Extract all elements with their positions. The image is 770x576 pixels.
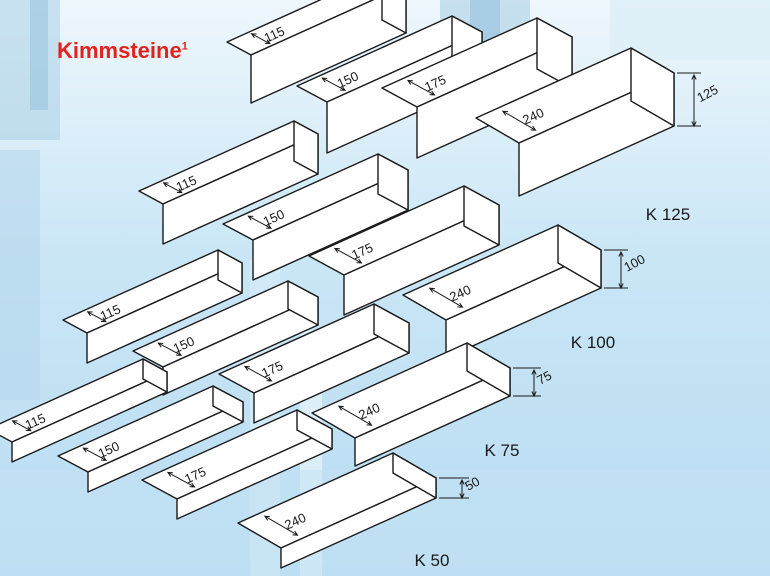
brick-end-face xyxy=(377,153,409,211)
brick-end-face xyxy=(536,17,573,89)
brick: 115 xyxy=(138,120,319,245)
brick-height-label: 50 xyxy=(462,474,482,494)
row-label: K 125 xyxy=(646,205,690,224)
brick: 175 xyxy=(308,185,500,316)
width-dimension-arrow xyxy=(86,311,107,323)
width-dimension-arrow xyxy=(501,110,537,131)
width-dimension-arrow xyxy=(243,365,273,382)
brick-end-face xyxy=(463,185,500,246)
height-dimension: 50 xyxy=(439,474,482,500)
width-dimension-arrow xyxy=(82,447,108,461)
brick: 115 xyxy=(226,0,407,104)
width-dimension-arrow xyxy=(333,247,363,264)
row-label: K 100 xyxy=(571,333,615,352)
width-dimension-arrow xyxy=(11,420,32,432)
brick-end-face xyxy=(557,224,602,289)
width-dimension-arrow xyxy=(162,182,183,194)
height-dimension: 125 xyxy=(677,72,721,128)
width-dimension-arrow xyxy=(263,515,299,536)
brick-end-face xyxy=(217,249,243,294)
width-dimension-arrow xyxy=(406,79,436,96)
brick-end-face xyxy=(630,47,675,127)
width-dimension-arrow xyxy=(428,287,464,308)
height-dimension: 75 xyxy=(513,367,554,398)
brick: 150 xyxy=(222,153,409,281)
title-text: Kimmsteine xyxy=(57,38,182,63)
brick-end-face xyxy=(293,120,319,175)
brick-end-face xyxy=(373,303,410,354)
width-dimension-arrow xyxy=(157,342,183,356)
height-dimension-arrow xyxy=(531,368,537,398)
brick-end-face xyxy=(212,385,244,423)
width-dimension-arrow xyxy=(250,33,271,45)
brick-height-label: 75 xyxy=(534,368,554,388)
brick: 175 xyxy=(141,409,333,520)
brick-front-face xyxy=(250,0,407,104)
brick: 175 xyxy=(381,17,573,159)
height-dimension-arrow xyxy=(618,250,624,290)
height-dimension: 100 xyxy=(604,249,648,290)
height-dimension-arrow xyxy=(459,478,465,500)
height-dimension-arrow xyxy=(691,73,697,128)
brick-end-face xyxy=(142,358,168,393)
brick-height-label: 100 xyxy=(621,251,647,274)
brick-end-face xyxy=(287,280,319,326)
brick: 175 xyxy=(218,303,410,424)
diagram-title: Kimmsteine1 xyxy=(57,38,188,64)
brick: 115 xyxy=(0,358,168,463)
brick: 150 xyxy=(57,385,244,493)
width-dimension-arrow xyxy=(337,405,373,426)
width-dimension-arrow xyxy=(166,471,196,488)
brick-end-face xyxy=(466,342,511,397)
brick-end-face xyxy=(296,409,333,450)
brick-height-label: 125 xyxy=(694,82,720,105)
width-dimension-arrow xyxy=(321,77,347,91)
title-footnote-marker: 1 xyxy=(181,40,188,53)
row-label: K 75 xyxy=(485,441,520,460)
brick-end-face xyxy=(381,0,407,34)
brick: 115 xyxy=(62,249,243,364)
width-dimension-arrow xyxy=(247,215,273,229)
brick-end-face xyxy=(392,452,437,499)
row-label: K 50 xyxy=(415,551,450,570)
